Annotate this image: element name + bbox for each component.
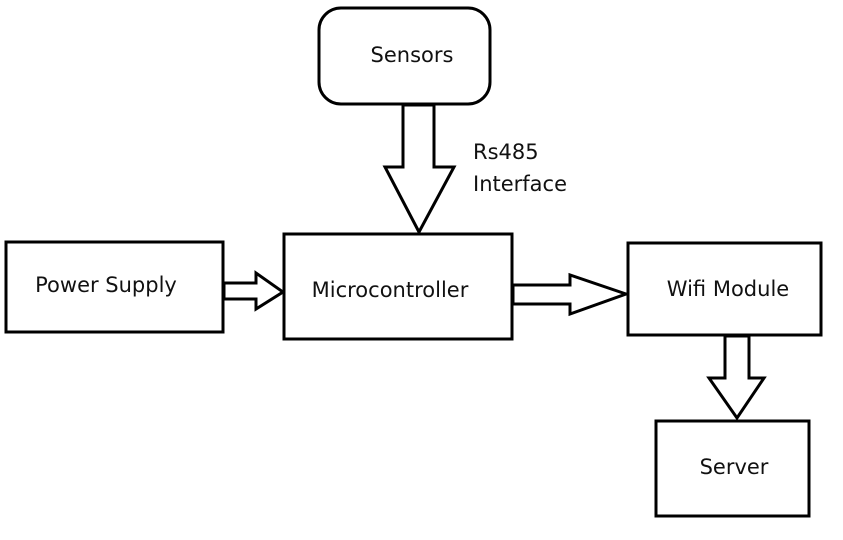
server-block: Server xyxy=(654,419,811,518)
microcontroller-label: Microcontroller xyxy=(312,278,469,302)
server-label: Server xyxy=(700,455,769,479)
microcontroller-box xyxy=(282,232,514,341)
power-supply-label: Power Supply xyxy=(35,273,177,297)
sensors-label: Sensors xyxy=(371,43,454,67)
wifi-to-server-arrow xyxy=(706,334,767,421)
wifi-module-label: Wifi Module xyxy=(667,277,789,301)
wifi-module-block: Wifi Module xyxy=(626,241,823,337)
interface-label-line1: Rs485 xyxy=(473,140,539,164)
microcontroller-to-wifi-arrow xyxy=(511,272,631,317)
server-box xyxy=(654,419,811,518)
power-supply-box xyxy=(4,240,225,334)
power-to-microcontroller-arrow xyxy=(222,270,286,312)
interface-label-line2: Interface xyxy=(473,172,567,196)
wifi-module-box xyxy=(626,241,823,337)
microcontroller-block: Microcontroller xyxy=(282,232,514,341)
power-supply-block: Power Supply xyxy=(4,240,225,334)
sensors-to-microcontroller-arrow xyxy=(382,103,457,236)
sensors-block: Sensors xyxy=(317,6,492,106)
